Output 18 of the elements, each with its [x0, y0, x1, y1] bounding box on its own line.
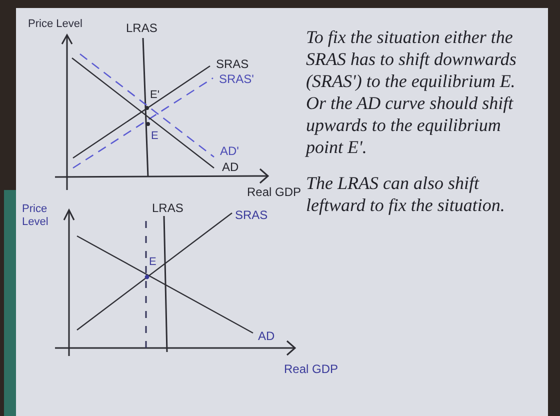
curve-label: LRAS	[126, 20, 158, 37]
curve-label: SRAS'	[219, 71, 254, 88]
axis-label: Real GDP	[247, 184, 302, 201]
curve-label: SRAS	[235, 207, 268, 224]
axis-label: Price Level	[28, 17, 82, 32]
curve-label: LRAS	[152, 200, 184, 217]
curve-label: AD'	[220, 143, 239, 160]
point-label: E	[149, 255, 156, 270]
curve-label: AD	[258, 328, 275, 345]
curve-label: SRAS	[216, 56, 249, 73]
axis-label: Real GDP	[284, 361, 338, 378]
curve-label: AD	[222, 159, 239, 176]
note-paragraph: The LRAS can also shift leftward to fix the situation.	[306, 172, 506, 216]
axis-label: Price Level	[22, 203, 50, 229]
note-paragraph: To fix the situation either the SRAS has to shift downwards (SRAS') to the equilibrium E.	[306, 26, 518, 92]
point-label: E'	[150, 88, 160, 103]
point-label: E	[151, 129, 158, 144]
note-paragraph: Or the AD curve should shift upwards to the equilibrium point E'.	[306, 92, 514, 158]
